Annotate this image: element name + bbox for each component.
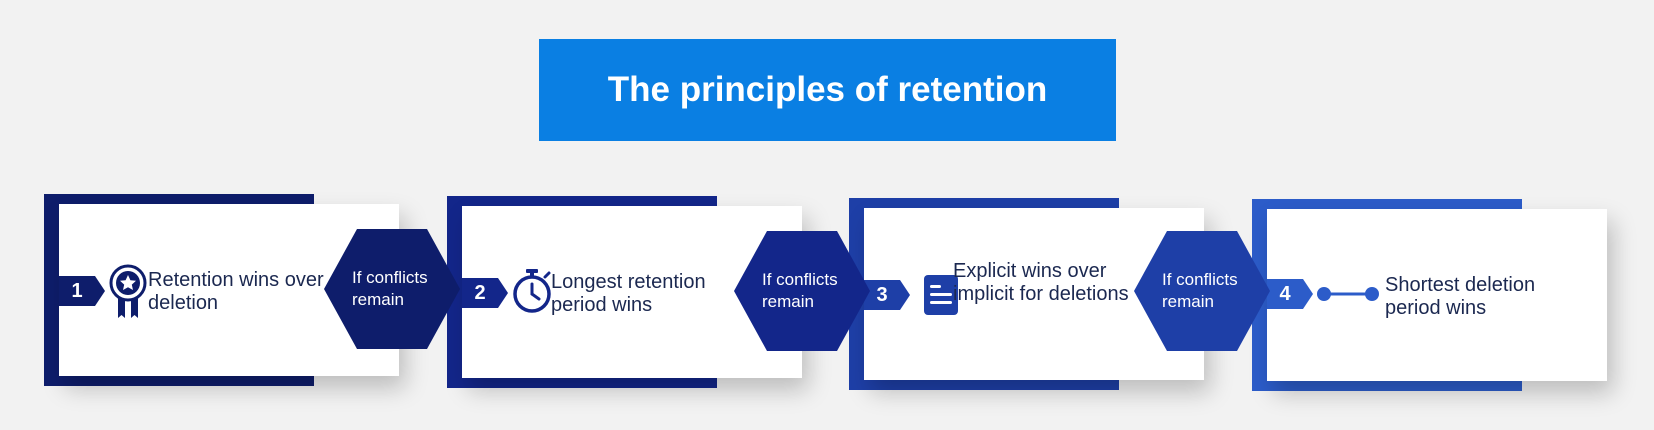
step-number-tab: 3: [864, 280, 910, 310]
connector-hexagon-1: If conflicts remain: [324, 229, 460, 349]
step-number-tab: 1: [59, 276, 105, 306]
step-number-tab: 2: [462, 278, 508, 308]
step-label: Longest retention period wins: [551, 271, 706, 316]
step-number: 4: [1279, 282, 1291, 305]
hexagon-shape: [734, 231, 870, 351]
stopwatch-icon: [511, 268, 553, 319]
connector-icon: [1316, 285, 1380, 308]
title-banner: The principles of retention: [539, 39, 1116, 141]
step-label: Retention wins over deletion: [148, 269, 324, 314]
step-number-tab: 4: [1267, 279, 1313, 309]
step-number: 3: [876, 283, 888, 306]
step-number: 1: [71, 279, 83, 302]
step-label: Explicit wins over implicit for deletion…: [953, 260, 1129, 305]
step-number: 2: [474, 281, 486, 304]
number-tab-shape: [864, 280, 910, 310]
diagram-title: The principles of retention: [607, 70, 1048, 109]
hexagon-shape: [324, 229, 460, 349]
number-tab-shape: [462, 278, 508, 308]
step-3: 3 Explicit wins over implicit for deleti…: [849, 198, 1209, 398]
connector-hexagon-2: If conflicts remain: [734, 231, 870, 351]
connector-label: If conflicts remain: [762, 270, 838, 311]
number-tab-shape: [59, 276, 105, 306]
number-tab-shape: [1267, 279, 1313, 309]
document-icon: [923, 274, 959, 321]
step-4: 4 Shortest deletion period wins: [1252, 199, 1612, 399]
step-label: Shortest deletion period wins: [1385, 274, 1536, 319]
connector-label: If conflicts remain: [352, 268, 428, 309]
award-ribbon-icon: [108, 264, 148, 325]
connector-hexagon-3: If conflicts remain: [1134, 231, 1270, 351]
connector-label: If conflicts remain: [1162, 270, 1238, 311]
hexagon-shape: [1134, 231, 1270, 351]
